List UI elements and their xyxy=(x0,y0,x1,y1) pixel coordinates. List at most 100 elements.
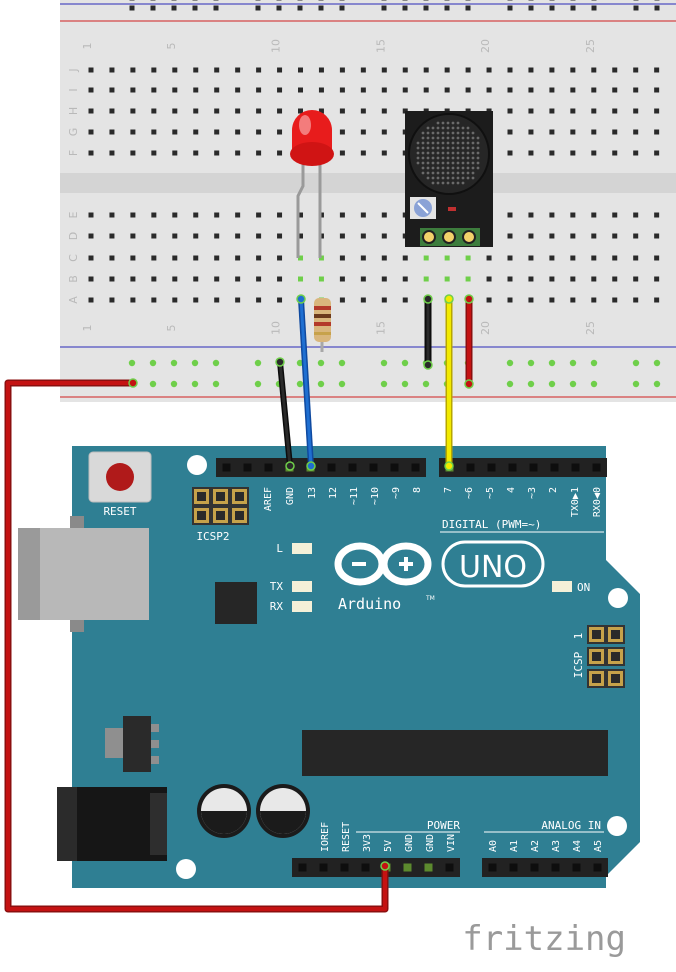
breadboard-hole xyxy=(130,150,136,156)
breadboard-hole xyxy=(130,87,136,93)
rail-hole xyxy=(255,0,261,1)
breadboard-hole xyxy=(151,255,157,261)
breadboard-hole xyxy=(151,233,157,239)
breadboard-hole xyxy=(256,212,262,218)
breadboard-hole xyxy=(109,233,115,239)
digital-pin-label: 7 xyxy=(443,487,454,493)
mount-hole xyxy=(608,588,628,608)
breadboard-hole xyxy=(193,297,199,303)
breadboard-hole xyxy=(235,297,241,303)
red-led xyxy=(290,110,334,258)
breadboard-hole xyxy=(549,297,555,303)
trademark: TM xyxy=(425,595,435,602)
breadboard-hole xyxy=(570,276,576,282)
rail-hole xyxy=(192,0,198,1)
digital-pin-label: GND xyxy=(285,487,296,505)
header-pin xyxy=(508,463,517,472)
breadboard-hole xyxy=(381,129,387,135)
header-pin xyxy=(551,863,560,872)
led-on xyxy=(552,581,572,592)
rail-hole xyxy=(338,380,346,388)
breadboard-hole xyxy=(88,108,94,114)
breadboard-hole xyxy=(360,212,366,218)
rail-hole xyxy=(213,5,219,11)
breadboard-hole xyxy=(654,108,660,114)
analog-pin-label: A0 xyxy=(488,840,499,852)
breadboard-hole xyxy=(193,212,199,218)
breadboard-hole xyxy=(360,276,366,282)
breadboard-hole xyxy=(444,67,450,73)
breadboard-hole xyxy=(465,276,471,282)
digital-pin-label: 4 xyxy=(506,487,517,493)
breadboard-hole xyxy=(193,87,199,93)
breadboard-hole xyxy=(318,276,324,282)
breadboard-hole xyxy=(612,150,618,156)
breadboard-hole xyxy=(465,87,471,93)
rail-hole xyxy=(129,0,135,1)
analog-pin-label: A1 xyxy=(509,840,520,852)
rail-hole xyxy=(444,0,450,1)
breadboard-hole xyxy=(339,67,345,73)
analog-pin-label: A5 xyxy=(593,840,604,852)
breadboard-hole xyxy=(507,212,513,218)
rail-hole xyxy=(423,0,429,1)
rail-hole xyxy=(527,380,535,388)
rail-hole xyxy=(380,380,388,388)
breadboard-hole xyxy=(612,129,618,135)
breadboard-hole xyxy=(507,276,513,282)
breadboard-hole xyxy=(193,276,199,282)
rail-hole xyxy=(381,5,387,11)
breadboard-hole xyxy=(298,276,303,282)
breadboard-hole xyxy=(172,297,178,303)
breadboard-hole xyxy=(235,233,241,239)
breadboard-hole xyxy=(507,87,513,93)
reset-button[interactable] xyxy=(88,451,152,503)
icsp-header xyxy=(587,625,625,688)
rail-hole xyxy=(570,0,576,1)
breadboard-hole xyxy=(193,67,199,73)
wire-5v-red-core xyxy=(6,381,387,911)
row-letter: F xyxy=(67,150,80,156)
breadboard-hole xyxy=(339,276,345,282)
breadboard-hole xyxy=(654,150,660,156)
breadboard-hole xyxy=(298,255,303,261)
column-number-bottom: 25 xyxy=(584,321,597,335)
breadboard-hole xyxy=(381,297,387,303)
row-letter: I xyxy=(67,88,80,91)
breadboard-hole xyxy=(423,67,429,73)
breadboard-hole xyxy=(612,297,618,303)
breadboard-hole xyxy=(88,67,94,73)
header-pin xyxy=(571,463,580,472)
digital-pin-label: ~3 xyxy=(527,487,538,499)
mount-hole xyxy=(607,816,627,836)
breadboard-hole xyxy=(130,67,136,73)
rail-hole xyxy=(465,0,471,1)
breadboard-hole xyxy=(298,67,303,73)
rail-hole xyxy=(380,359,388,367)
rail-hole xyxy=(339,0,345,1)
digital-pin-label: RX0◀0 xyxy=(592,487,603,517)
voltage-regulator xyxy=(105,716,159,772)
breadboard-hole xyxy=(130,233,136,239)
breadboard-hole xyxy=(193,129,199,135)
row-letter: E xyxy=(67,211,80,218)
column-number-top: 20 xyxy=(479,39,492,53)
breadboard-hole xyxy=(235,150,241,156)
analog-pin-label: A4 xyxy=(572,840,583,852)
column-number-top: 5 xyxy=(165,43,178,50)
rail-hole xyxy=(633,0,639,1)
breadboard-hole xyxy=(444,255,450,261)
breadboard-hole xyxy=(151,297,157,303)
breadboard-hole xyxy=(570,150,576,156)
breadboard-hole xyxy=(88,233,94,239)
rail-hole xyxy=(527,359,535,367)
breadboard-hole xyxy=(130,297,136,303)
power-pin-label: IOREF xyxy=(320,822,331,852)
usb-chip xyxy=(215,582,257,624)
breadboard-hole xyxy=(612,255,618,261)
breadboard-hole xyxy=(360,108,366,114)
icsp-label: ICSP xyxy=(572,651,585,678)
breadboard-hole xyxy=(633,233,639,239)
breadboard-hole xyxy=(612,233,618,239)
rail-hole xyxy=(149,380,157,388)
